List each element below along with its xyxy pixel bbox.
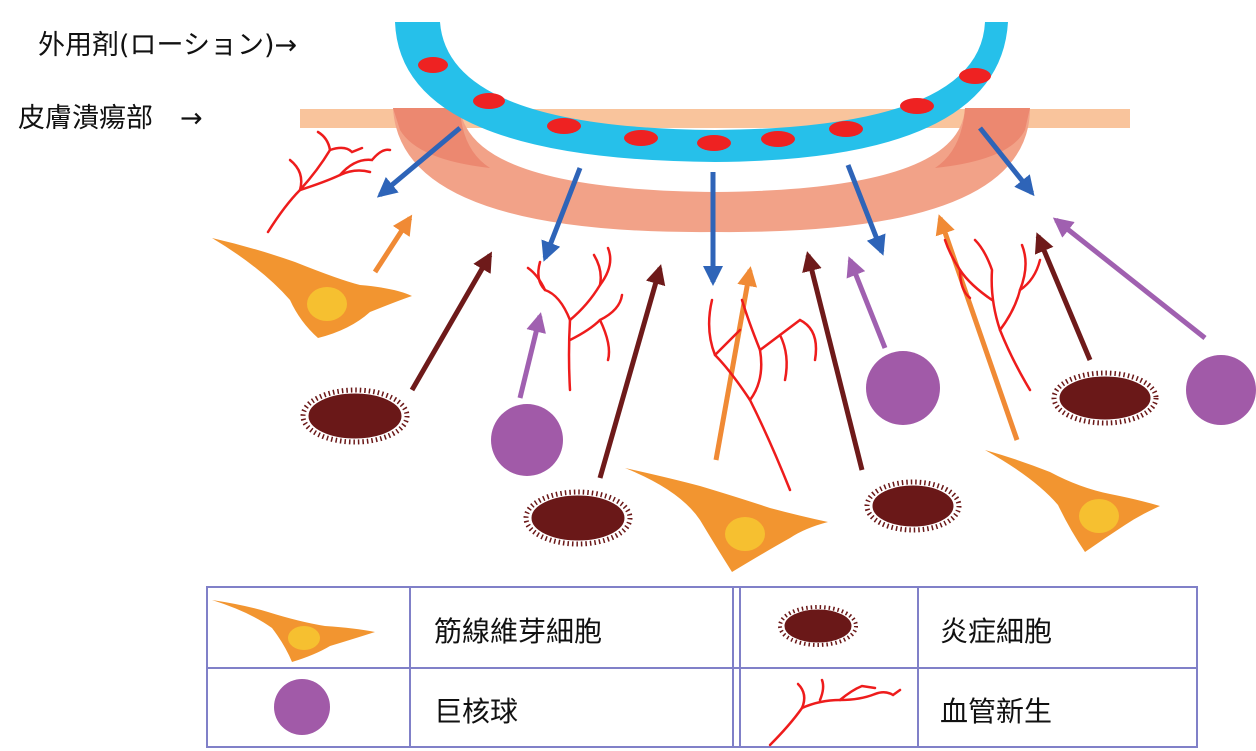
inflammatory-cell — [526, 492, 630, 544]
legend-fibroblast-label: 筋線維芽細胞 — [434, 615, 602, 648]
ulcer-label: 皮膚潰瘍部 → — [18, 103, 203, 134]
legend-inflammatory-label: 炎症細胞 — [940, 615, 1052, 648]
lotion-label: 外用剤(ローション)→ — [38, 30, 297, 61]
megakaryocyte-cell — [1186, 355, 1256, 425]
fibroblast-arrows — [375, 218, 1017, 460]
legend-vessel-icon — [770, 680, 900, 745]
inflammatory-cell — [867, 482, 959, 530]
megakaryocyte-cell — [866, 351, 940, 425]
legend-angiogenesis-label: 血管新生 — [940, 695, 1052, 728]
legend-megakaryocyte-label: 巨核球 — [434, 695, 518, 728]
legend-megakaryocyte-icon — [274, 679, 330, 735]
megakaryocyte-cell — [491, 404, 563, 476]
fibroblast-cell — [212, 238, 412, 338]
legend-fibroblast-icon — [212, 600, 375, 662]
legend: 筋線維芽細胞 炎症細胞 巨核球 血管新生 — [207, 587, 1197, 747]
inflammatory-cell — [1054, 373, 1156, 423]
fibroblast-cell — [625, 468, 828, 572]
fibroblast-cell — [985, 450, 1160, 552]
inflammatory-cell — [303, 390, 407, 442]
legend-inflammatory-icon — [780, 607, 856, 645]
